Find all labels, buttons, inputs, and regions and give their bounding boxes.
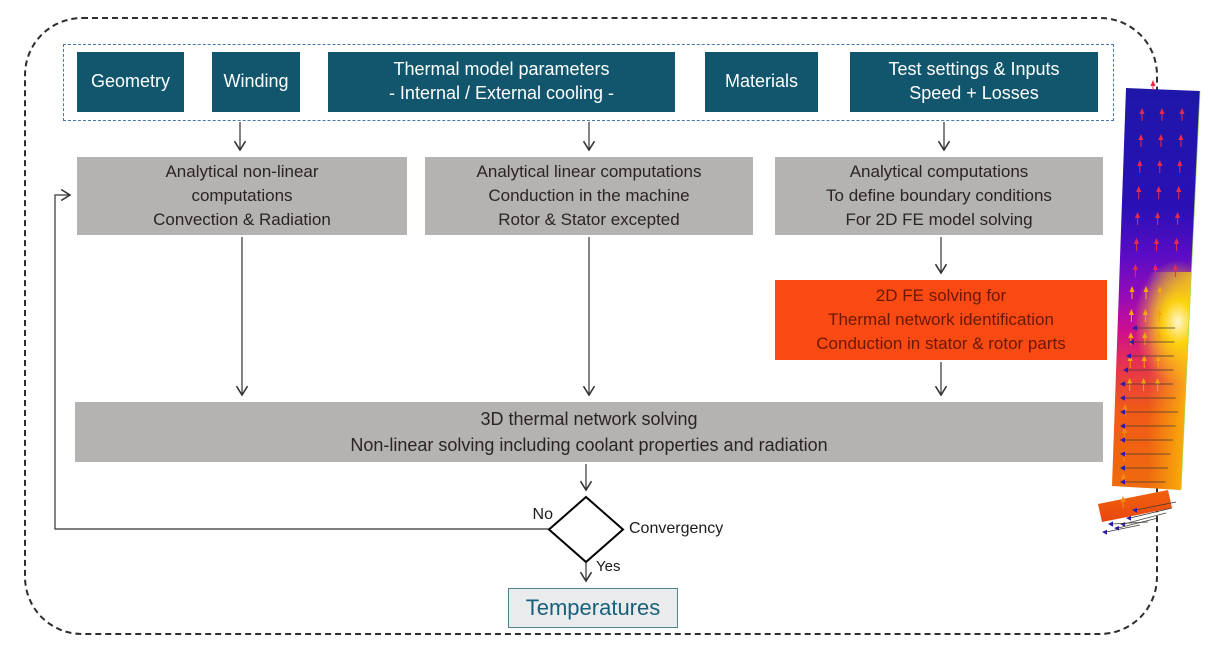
input-box-thermal-model-parameters: Thermal model parameters - Internal / Ex…	[328, 52, 675, 112]
input-label-line2: - Internal / External cooling -	[388, 83, 615, 103]
process-box-analytical-linear: Analytical linear computations Conductio…	[425, 157, 753, 235]
decision-yes-label: Yes	[596, 558, 621, 575]
result-box-temperatures: Temperatures	[508, 588, 678, 628]
input-label: Materials	[724, 71, 799, 92]
process-line: Analytical linear computations	[476, 161, 702, 181]
process-box-boundary-conditions: Analytical computations To define bounda…	[775, 157, 1103, 235]
process-line: Convection & Radiation	[153, 210, 331, 230]
process-line: Non-linear solving including coolant pro…	[350, 435, 828, 455]
process-line: Analytical non-linear	[165, 161, 319, 181]
process-line: To define boundary conditions	[826, 185, 1052, 205]
input-label-line1: Thermal model parameters	[393, 59, 610, 80]
process-line: 2D FE solving for	[875, 285, 1007, 305]
thermal-fe-plot	[1098, 80, 1201, 535]
input-label-line2: Speed + Losses	[909, 83, 1039, 103]
process-box-3d-network-solving: 3D thermal network solving Non-linear so…	[75, 402, 1103, 462]
process-box-analytical-nonlinear: Analytical non-linear computations Conve…	[77, 157, 407, 235]
input-label: Geometry	[90, 71, 171, 92]
process-line: Conduction in the machine	[488, 185, 690, 205]
plot-bottom-slab	[1098, 490, 1172, 522]
plot-flux-arrows	[1102, 80, 1185, 535]
process-line: For 2D FE model solving	[845, 210, 1033, 230]
process-box-2d-fe-solving: 2D FE solving for Thermal network identi…	[775, 280, 1107, 360]
input-label-line1: Test settings & Inputs	[888, 59, 1060, 80]
inputs-dashed-frame	[63, 44, 1114, 121]
input-box-winding: Winding	[212, 52, 300, 112]
input-box-geometry: Geometry	[77, 52, 184, 112]
decision-condition-label: Convergency	[629, 520, 724, 537]
input-box-materials: Materials	[705, 52, 818, 112]
decision-no-label: No	[532, 506, 553, 523]
process-line: Conduction in stator & rotor parts	[816, 334, 1066, 354]
process-line: Rotor & Stator excepted	[498, 210, 680, 230]
process-line: computations	[191, 185, 293, 205]
process-line: Thermal network identification	[828, 309, 1054, 329]
result-label: Temperatures	[525, 595, 661, 620]
process-line: 3D thermal network solving	[480, 408, 698, 429]
input-box-test-settings: Test settings & Inputs Speed + Losses	[850, 52, 1098, 112]
input-label: Winding	[223, 71, 289, 92]
process-line: Analytical computations	[849, 161, 1029, 181]
